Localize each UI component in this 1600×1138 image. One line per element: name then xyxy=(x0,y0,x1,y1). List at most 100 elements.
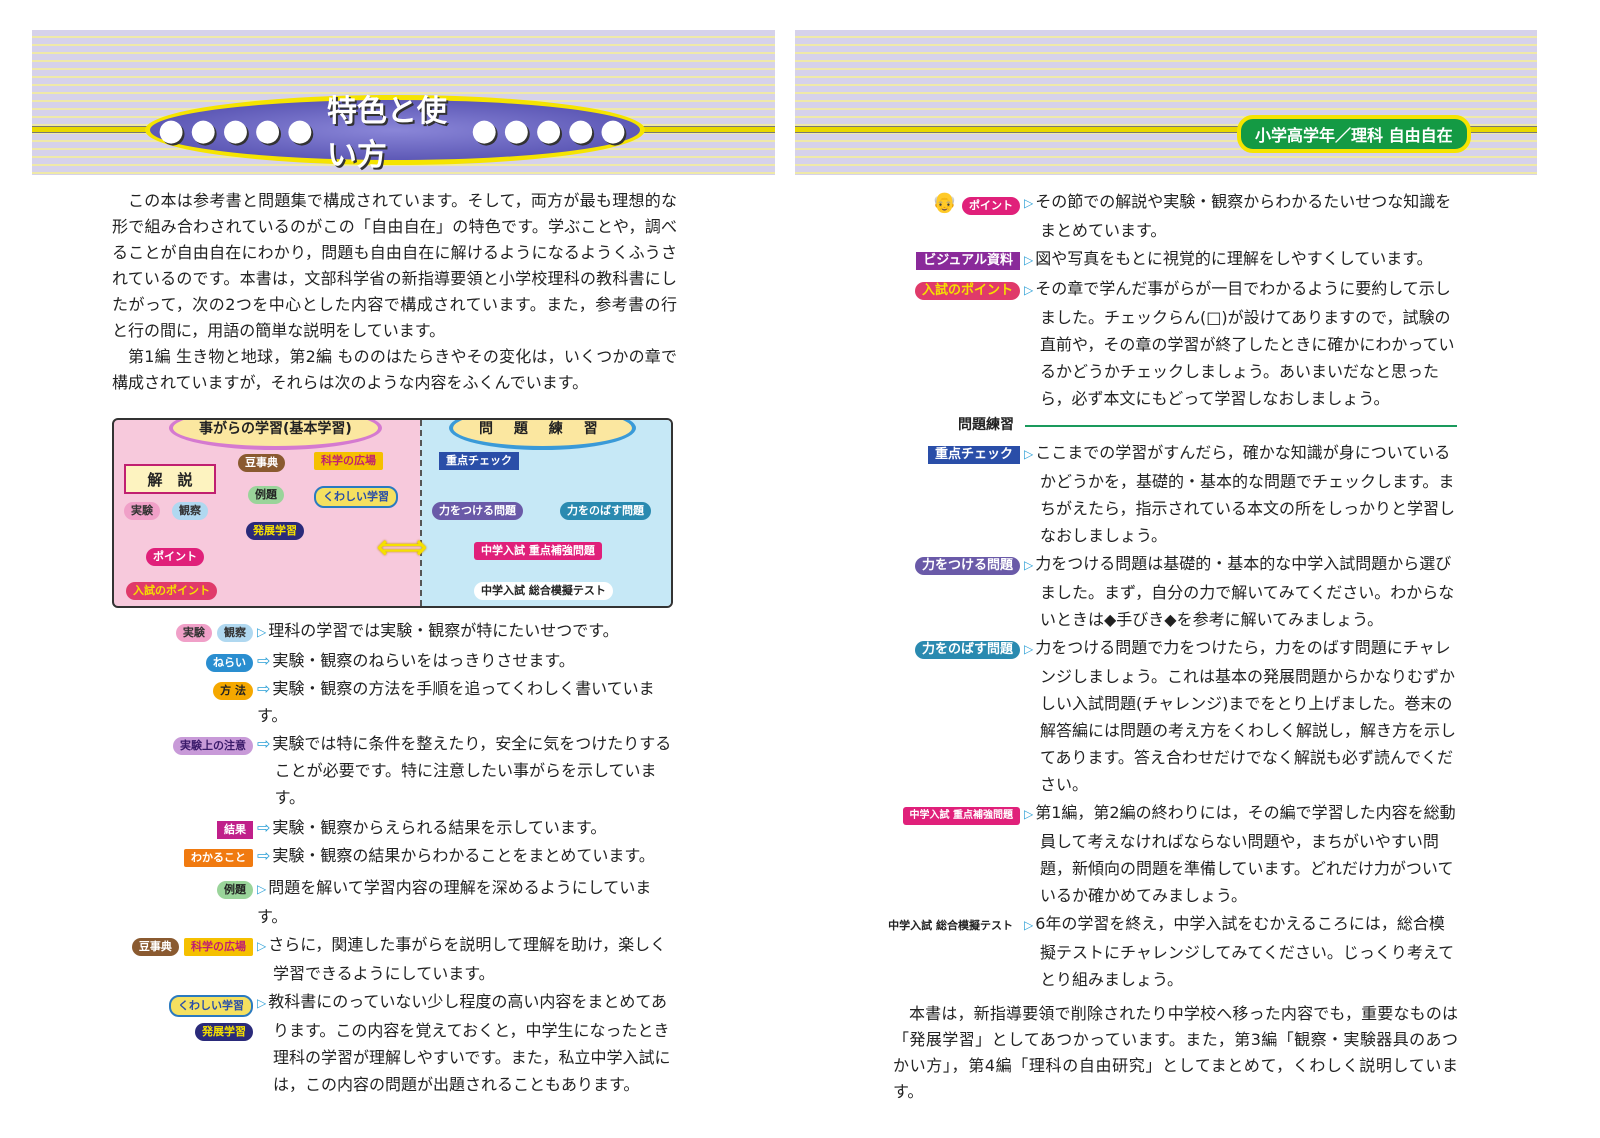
dots-decoration: ●●●●● xyxy=(158,112,319,148)
diagram-tsukeru: 力をつける問題 xyxy=(432,502,523,520)
badge: 豆事典 xyxy=(131,938,179,956)
item-text: 図や写真をもとに視覚的に理解をしやすくしています。 xyxy=(1035,249,1433,268)
diagram-hatten: 発展学習 xyxy=(246,522,304,540)
arrow-icon: ⇨ xyxy=(257,679,271,698)
badge: 結果 xyxy=(217,821,253,839)
diagram-juten: 重点チェック xyxy=(439,452,519,470)
triangle-icon: ▷ xyxy=(1024,283,1034,297)
arrow-icon: ⇨ xyxy=(257,846,271,865)
badge: 重点チェック xyxy=(927,446,1020,464)
practice-row: 力をつける問題 ▷力をつける問題は基礎的・基本的な中学入試問題から選びました。まず… xyxy=(914,550,1460,633)
triangle-icon: ▷ xyxy=(1024,447,1034,461)
legend-text: 実験・観察の方法を手順を追ってくわしく書いています。 xyxy=(257,679,655,725)
legend-row: 実験 観察 ▷理科の学習では実験・観察が特にたいせつです。 xyxy=(175,617,677,646)
badge: くわしい学習 xyxy=(169,995,253,1017)
legend-text: 実験・観察の結果からわかることをまとめています。 xyxy=(272,846,655,865)
structure-diagram: 事がらの学習(基本学習) 問 題 練 習 解 説 豆事典 科学の広場 例題 くわ… xyxy=(112,418,673,608)
badge: 実験 xyxy=(175,624,212,642)
legend-text: 理科の学習では実験・観察が特にたいせつです。 xyxy=(268,621,619,640)
diagram-kaisetsu: 解 説 xyxy=(124,464,216,494)
triangle-icon: ▷ xyxy=(257,625,267,639)
badge: 中学入試 重点補強問題 xyxy=(902,807,1020,825)
legend-row: くわしい学習発展学習 ▷教科書にのっていない少し程度の高い内容をまとめてあります。… xyxy=(169,988,677,1098)
triangle-icon: ▷ xyxy=(1024,196,1034,210)
diagram-nobasu: 力をのばす問題 xyxy=(560,502,651,520)
diagram-sogo: 中学入試 総合模擬テスト xyxy=(474,582,613,600)
diagram-jikken: 実験 xyxy=(124,502,160,520)
intro-paragraph: この本は参考書と問題集で構成されています。そして，両方が最も理想的な形で組み合わ… xyxy=(112,191,677,340)
arrow-icon: ⇨ xyxy=(257,651,271,670)
diagram-hokyo: 中学入試 重点補強問題 xyxy=(474,542,602,560)
diagram-kuwashii: くわしい学習 xyxy=(314,486,398,508)
closing-text: 本書は，新指導要領で削除されたり中学校へ移った内容でも，重要なものは「発展学習」… xyxy=(893,1001,1458,1105)
practice-text: 力をつける問題は基礎的・基本的な中学入試問題から選びました。まず，自分の力で解い… xyxy=(1035,554,1455,629)
triangle-icon: ▷ xyxy=(257,939,267,953)
legend-row: 方 法⇨実験・観察の方法を手順を追ってくわしく書いています。 xyxy=(213,675,677,729)
legend-text: 実験では特に条件を整えたり，安全に気をつけたりすることが必要です。特に注意したい… xyxy=(272,734,672,807)
legend-text: 教科書にのっていない少し程度の高い内容をまとめてあります。この内容を覚えておくと… xyxy=(268,992,671,1094)
practice-row: 力をのばす問題▷力をつける問題で力をつけたら，力をのばす問題にチャレンジしましょ… xyxy=(914,634,1460,798)
badge: 力をつける問題 xyxy=(914,557,1020,575)
practice-text: 6年の学習を終え，中学入試をむかえるころには，総合模擬テストにチャレンジしてみて… xyxy=(1035,914,1455,989)
badge: 中学入試 総合模擬テスト xyxy=(881,917,1020,935)
section-divider xyxy=(1025,425,1457,427)
legend-row: 結果⇨実験・観察からえられる結果を示しています。 xyxy=(217,814,677,841)
badge: 方 法 xyxy=(213,682,253,700)
legend-row: ねらい⇨実験・観察のねらいをはっきりさせます。 xyxy=(206,647,677,674)
badge: 観察 xyxy=(217,624,253,642)
triangle-icon: ▷ xyxy=(1024,918,1034,932)
practice-text: ここまでの学習がすんだら，確かな知識が身についているかどうかを，基礎的・基本的な… xyxy=(1035,443,1456,545)
triangle-icon: ▷ xyxy=(257,882,267,896)
diagram-kagaku: 科学の広場 xyxy=(314,452,383,470)
page-title-banner: ●●●●●特色と使い方●●●●● xyxy=(145,94,645,173)
practice-row: 中学入試 総合模擬テスト ▷6年の学習を終え，中学入試をむかえるころには，総合模擬… xyxy=(881,910,1460,993)
practice-row: 中学入試 重点補強問題 ▷第1編，第2編の終わりには，その編で学習した内容を総動員… xyxy=(902,799,1460,909)
arrow-icon: ⇨ xyxy=(257,818,271,837)
item-text: その章で学んだ事がらが一目でわかるように要約して示しました。チェックらん(□)が… xyxy=(1035,279,1455,408)
intro-paragraph: 第1編 生き物と地球，第2編 もののはたらきやその変化は，いくつかの章で構成され… xyxy=(112,347,677,392)
diagram-mamejiten: 豆事典 xyxy=(238,454,285,472)
legend-row: 豆事典 科学の広場 ▷さらに，関連した事がらを説明して理解を助け，楽しく学習できる… xyxy=(131,931,677,987)
badge: ねらい xyxy=(206,654,253,672)
practice-text: 力をつける問題で力をつけたら，力をのばす問題にチャレンジしましょう。これは基本の… xyxy=(1035,638,1457,794)
legend-text: 実験・観察からえられる結果を示しています。 xyxy=(272,818,607,837)
legend-text: 実験・観察のねらいをはっきりさせます。 xyxy=(272,651,575,670)
legend-row: わかること⇨実験・観察の結果からわかることをまとめています。 xyxy=(184,842,677,869)
triangle-icon: ▷ xyxy=(1024,253,1034,267)
intro-text: この本は参考書と問題集で構成されています。そして，両方が最も理想的な形で組み合わ… xyxy=(112,188,677,396)
badge: 発展学習 xyxy=(195,1023,253,1041)
section-header: 問題練習 xyxy=(893,414,1463,438)
triangle-icon: ▷ xyxy=(1024,807,1034,821)
badge: 入試のポイント xyxy=(914,282,1020,300)
legend-text: 問題を解いて学習内容の理解を深めるようにしています。 xyxy=(257,878,652,926)
triangle-icon: ▷ xyxy=(1024,558,1034,572)
legend-text: さらに，関連した事がらを説明して理解を助け，楽しく学習できるようにしています。 xyxy=(268,935,667,983)
item-row: ビジュアル資料▷図や写真をもとに視覚的に理解をしやすくしています。 xyxy=(916,245,1460,274)
practice-row: 重点チェック ▷ここまでの学習がすんだら，確かな知識が身についているかどうかを，基… xyxy=(927,439,1460,549)
arrow-icon: ⇨ xyxy=(257,734,271,753)
badge: わかること xyxy=(184,849,253,867)
triangle-icon: ▷ xyxy=(1024,642,1034,656)
dots-decoration: ●●●●● xyxy=(471,112,632,148)
item-text: その節での解説や実験・観察からわかるたいせつな知識をまとめています。 xyxy=(1035,192,1452,240)
diagram-reidai: 例題 xyxy=(248,486,284,504)
badge: 例題 xyxy=(217,881,253,899)
professor-icon: 👴 xyxy=(932,190,957,214)
triangle-icon: ▷ xyxy=(257,996,267,1010)
double-arrow-icon: ⟺ xyxy=(376,527,428,568)
series-badge: 小学高学年／理科 自由自在 xyxy=(1237,115,1471,153)
section-label: 問題練習 xyxy=(958,417,1014,433)
legend-row: 実験上の注意⇨実験では特に条件を整えたり，安全に気をつけたりすることが必要です。… xyxy=(173,730,677,811)
legend-row: 例題 ▷問題を解いて学習内容の理解を深めるようにしています。 xyxy=(217,874,677,930)
badge: 科学の広場 xyxy=(184,938,253,956)
header-band-right xyxy=(795,30,1537,175)
practice-text: 第1編，第2編の終わりには，その編で学習した内容を総動員して考えなければならない… xyxy=(1035,803,1456,905)
spacer xyxy=(112,608,677,616)
closing-paragraph: 本書は，新指導要領で削除されたり中学校へ移った内容でも，重要なものは「発展学習」… xyxy=(893,1004,1458,1101)
item-row: 入試のポイント ▷その章で学んだ事がらが一目でわかるように要約して示しました。チェ… xyxy=(914,275,1460,412)
right-page-column: 👴 ポイント▷その節での解説や実験・観察からわかるたいせつな知識をまとめています… xyxy=(881,187,1463,1105)
badge: ポイント xyxy=(962,197,1020,215)
diagram-point: ポイント xyxy=(146,548,204,566)
diagram-nyushi-point: 入試のポイント xyxy=(126,582,217,600)
left-page-column: この本は参考書と問題集で構成されています。そして，両方が最も理想的な形で組み合わ… xyxy=(112,188,677,1098)
